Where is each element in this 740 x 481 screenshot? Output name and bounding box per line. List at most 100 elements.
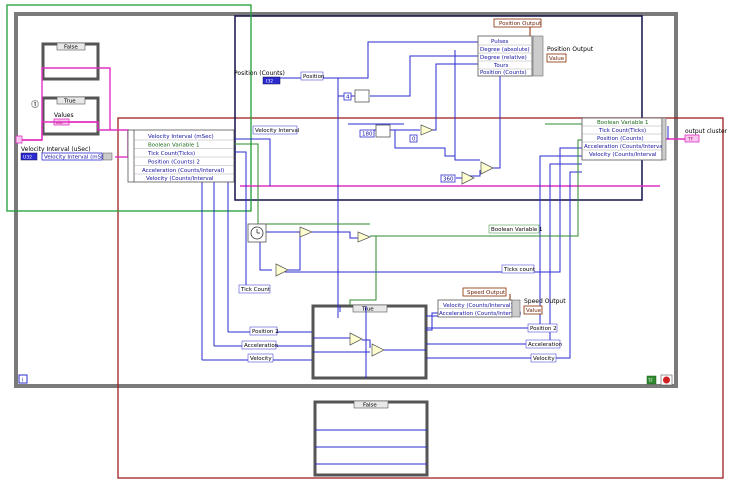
constant-180[interactable]: 180 (359, 129, 375, 138)
svg-text:i: i (22, 378, 24, 384)
multiply-node[interactable] (349, 332, 363, 346)
svg-text:TF: TF (647, 378, 653, 383)
svg-text:Velocity: Velocity (533, 356, 555, 362)
case-selector-label: True (361, 307, 374, 313)
wire-label-acceleration-right: Acceleration (525, 339, 563, 349)
stop-control[interactable]: TF (646, 375, 657, 385)
speed-output-value-node[interactable]: Value (523, 305, 543, 315)
constant-4[interactable]: 4 (343, 92, 352, 101)
svg-text:Speed Output: Speed Output (467, 290, 506, 296)
position-output-ref[interactable]: Position Output (493, 18, 542, 28)
property-item: Acceleration (Counts/Interval) (439, 311, 521, 317)
output-cluster-indicator[interactable]: TF (684, 134, 700, 143)
wire-label-velocity-interval: Velocity Interval (252, 125, 300, 135)
bundle-item: Boolean Variable 1 (597, 120, 649, 126)
property-item: Degree (relative) (480, 55, 527, 61)
svg-text:0: 0 (412, 137, 416, 143)
velocity-interval-bundle[interactable]: Velocity Interval (mSec) (41, 152, 113, 161)
stop-condition-terminal (660, 374, 673, 386)
constant-360[interactable]: 360 (440, 174, 456, 183)
info-icon: ⓵ (31, 100, 39, 109)
case-selector-label: False (64, 45, 78, 51)
case-structure-false-bottom[interactable]: False (313, 400, 429, 477)
case-structure-true-top[interactable]: True Values abc (41, 96, 100, 136)
svg-text:Tick Count: Tick Count (240, 287, 271, 293)
output-cluster-label: output cluster (685, 128, 728, 135)
navy-subdiagram-box (234, 15, 643, 201)
velocity-interval-control[interactable]: Velocity Interval (uSec) U32 (20, 146, 91, 161)
bundle-item: Acceleration (Counts/Interval) (584, 144, 666, 150)
svg-text:Position 2: Position 2 (530, 326, 557, 332)
property-item: Degree (absolute) (480, 47, 530, 53)
wire-label-position-2-left: Position 2 (249, 326, 279, 336)
tick-count-timer[interactable] (247, 223, 267, 243)
svg-text:Boolean Variable 1: Boolean Variable 1 (491, 227, 543, 233)
svg-text:I32: I32 (266, 79, 273, 85)
svg-text:4: 4 (346, 95, 350, 101)
wire-label-position-2-right: Position 2 (527, 323, 558, 333)
wire-label-ticks-count: Ticks count (501, 264, 536, 274)
speed-property-node[interactable]: Velocity (Counts/Interval) Acceleration … (437, 299, 521, 318)
wire-label-acceleration-left: Acceleration (241, 340, 279, 350)
svg-text:TF: TF (687, 137, 694, 143)
position-output-value-node[interactable]: Value (546, 53, 567, 63)
bundle-item: Velocity (Counts/Interval (589, 152, 657, 158)
position-property-node[interactable]: Pulses Degree (absolute) Degree (relativ… (477, 35, 544, 77)
unbundle-item: Position (Counts) 2 (148, 160, 200, 166)
loop-iteration-terminal: i (18, 374, 28, 384)
property-item: Tours (493, 63, 509, 69)
svg-text:Position 2: Position 2 (252, 329, 279, 335)
compare-node[interactable] (357, 231, 371, 243)
unbundle-item: Velocity Interval (mSec) (148, 134, 214, 140)
bundle-item: Tick Count(Ticks) (598, 128, 646, 134)
property-item: Velocity (Counts/Interval) (443, 303, 513, 309)
add-node[interactable] (480, 161, 494, 175)
case-selector-label: True (63, 99, 76, 105)
bundle-item: Position (Counts) (597, 136, 644, 142)
velocity-interval-usec-label: Velocity Interval (uSec) (21, 146, 91, 153)
unbundle-item: Boolean Variable 1 (148, 143, 200, 149)
svg-text:Value: Value (526, 308, 542, 314)
svg-text:Velocity Interval: Velocity Interval (255, 128, 300, 134)
wire-label-boolean-variable-1: Boolean Variable 1 (488, 224, 543, 234)
svg-text:360: 360 (443, 177, 454, 183)
position-counts-control[interactable]: I32 (262, 76, 281, 85)
red-subdiagram-box (117, 117, 724, 479)
wire-label-tick-count: Tick Count (238, 284, 271, 294)
select-node[interactable] (275, 263, 289, 277)
property-item: Pulses (491, 39, 508, 45)
svg-text:Position: Position (303, 74, 325, 80)
quotient-remainder-node[interactable] (375, 124, 391, 138)
divide-node[interactable] (371, 343, 385, 357)
svg-text:Acceleration: Acceleration (528, 342, 563, 348)
wire-label-velocity-left: Velocity (247, 353, 274, 363)
unbundle-item: Acceleration (Counts/Interval) (142, 168, 224, 174)
cluster-input-terminal[interactable] (15, 135, 23, 144)
svg-text:Acceleration: Acceleration (244, 343, 279, 349)
constant-0[interactable]: 0 (409, 134, 418, 143)
case-selector-label: False (363, 403, 377, 409)
svg-text:Position Output: Position Output (499, 21, 542, 27)
wire-label-velocity-right: Velocity (530, 353, 557, 363)
stop-icon (663, 376, 670, 384)
subtract-node[interactable] (299, 226, 313, 238)
unbundle-item: Tick Count(Ticks) (147, 151, 195, 157)
svg-text:U32: U32 (23, 155, 32, 161)
svg-text:Velocity: Velocity (250, 356, 272, 362)
speed-output-label: Speed Output (524, 298, 566, 305)
case-structure-false-top[interactable]: False (41, 42, 100, 81)
quotient-remainder-node[interactable] (354, 89, 370, 103)
multiply-node[interactable] (461, 171, 475, 185)
svg-text:Value: Value (549, 56, 565, 62)
green-subdiagram-box (6, 4, 252, 212)
unbundle-by-name[interactable]: Velocity Interval (mSec) Boolean Variabl… (127, 129, 235, 183)
while-loop-frame[interactable] (14, 12, 678, 388)
wire-label-position: Position (300, 71, 325, 81)
values-label: Values (54, 112, 74, 119)
speed-output-ref[interactable]: Speed Output (462, 287, 507, 297)
unbundle-item: Velocity (Counts/Interval (146, 176, 214, 182)
compare-node[interactable] (420, 124, 434, 136)
bundle-by-name-output[interactable]: Boolean Variable 1 Tick Count(Ticks) Pos… (581, 117, 666, 161)
property-item: Position (Counts) (480, 70, 527, 76)
